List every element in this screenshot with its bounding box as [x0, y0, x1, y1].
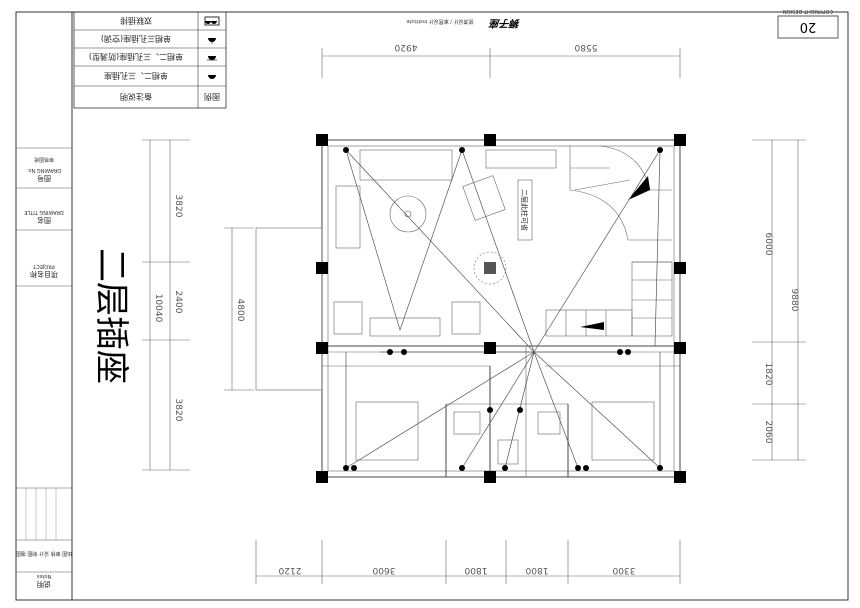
plan-note: 二层此柱可省	[520, 189, 529, 231]
dimension-top: 4920 5580	[321, 42, 681, 78]
legend-row-desc: 单相二、三孔插座	[104, 71, 168, 81]
dim-bottom-5: 3300	[612, 565, 635, 575]
floor-plan: 二层此柱可省	[255, 134, 686, 483]
dim-top-2: 5580	[574, 42, 597, 52]
legend-header-symbol: 图例	[204, 92, 220, 102]
socket-icon	[208, 56, 216, 60]
dim-left-total: 10040	[153, 294, 163, 323]
dim-right-total: 9880	[789, 289, 799, 312]
notes-label-en: Notes	[36, 573, 51, 579]
drawing-name-label: 图名	[37, 216, 51, 225]
dim-bottom-4: 1800	[525, 565, 548, 575]
socket-icon	[208, 75, 216, 79]
dim-right-3: 2060	[763, 421, 773, 444]
dim-left-1: 3820	[173, 195, 183, 218]
drawing-no-label-en: DRAWING No.	[26, 167, 61, 173]
structural-columns	[316, 134, 686, 483]
company-sub: 装潢设计 / 家居设计 institute	[406, 18, 473, 25]
dim-right-2: 1820	[763, 363, 773, 386]
project-label-en: PROJECT	[32, 263, 55, 269]
legend-row-desc: 单相三孔插座(空调)	[101, 34, 171, 44]
dim-left-inner: 4800	[235, 299, 245, 322]
dim-left-3: 3820	[173, 399, 183, 422]
drawing-no-label: 图号	[37, 174, 51, 182]
dim-bottom-2: 3600	[372, 565, 395, 575]
dim-right-1: 6000	[763, 233, 773, 256]
company-name: 狮子座	[488, 17, 520, 29]
title-block: 二层插座 项目名称 PROJECT 图名 DRAWING TITLE 图号 DR…	[16, 12, 131, 600]
dimension-left: 3820 2400 3820 10040 4800	[142, 139, 254, 471]
sheet-number-box: 20 COPYRIGHT DESIGN	[777, 8, 839, 39]
sign-row: 出图 审核 设计 制图 描图	[16, 550, 72, 557]
legend-row-desc: 双联插排	[120, 16, 152, 26]
notes-label: 说明	[37, 580, 51, 589]
dimension-right: 6000 1820 2060 9880	[752, 139, 806, 461]
dim-left-2: 2400	[173, 291, 183, 314]
legend-row-desc: 单相二、三孔插座(防溅型)	[89, 52, 183, 62]
sheet-border	[15, 11, 849, 601]
check-label: 审核图纸	[34, 156, 54, 163]
sheet-number: 20	[800, 19, 817, 34]
dim-top-1: 4920	[394, 42, 417, 52]
dim-bottom-1: 2120	[278, 565, 301, 575]
dimension-bottom: 2120 3600 1800 1800 3300	[255, 540, 681, 584]
legend-table: 图例 备注说明 单相二、三孔插座 单相二、三孔插座(防溅型) 单相三孔插座(空调…	[73, 11, 227, 109]
svg-text:COPYRIGHT DESIGN: COPYRIGHT DESIGN	[783, 8, 833, 14]
project-label: 项目名称	[30, 270, 58, 279]
drawing-title: 二层插座	[91, 248, 131, 384]
legend-header-desc: 备注说明	[120, 92, 152, 102]
dim-bottom-3: 1800	[464, 565, 487, 575]
drawing-name-label-en: DRAWING TITLE	[24, 209, 63, 215]
